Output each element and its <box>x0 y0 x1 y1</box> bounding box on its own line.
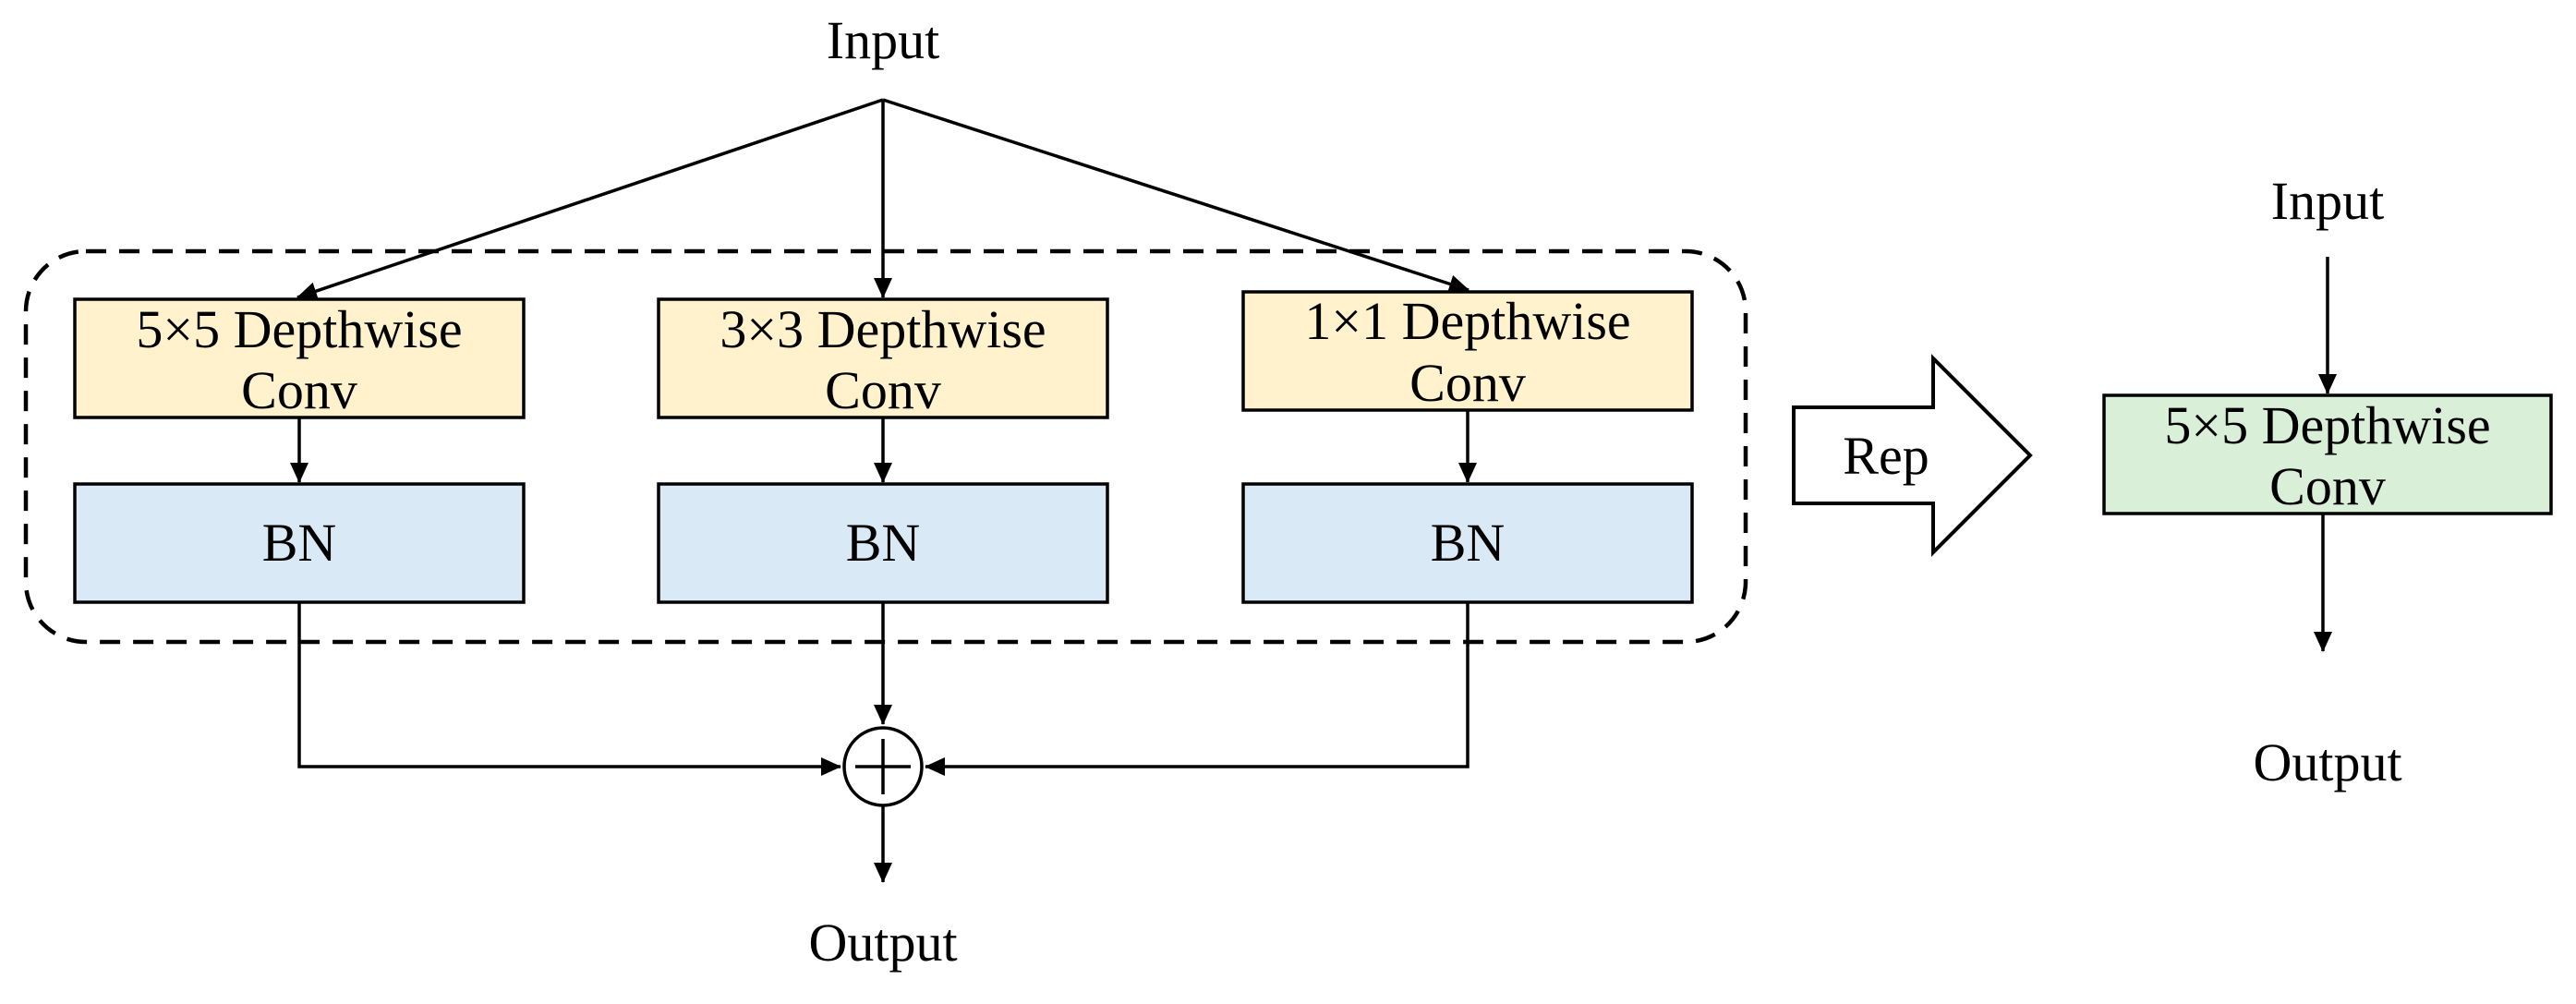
branch-3-to-add-arrow <box>925 602 1469 776</box>
conv-label-line2: Conv <box>1409 353 1526 413</box>
conv-box-5x5 <box>73 297 526 419</box>
right-output-label: Output <box>2253 732 2401 792</box>
merged-conv-label-line1: 5×5 Depthwise <box>2164 395 2490 455</box>
conv-label-line1: 1×1 Depthwise <box>1304 291 1630 351</box>
merged-conv-label-line2: Conv <box>2269 456 2386 516</box>
rep-arrow: Rep <box>1792 354 2033 557</box>
output-label: Output <box>808 913 957 973</box>
right-input-label: Input <box>2271 171 2384 231</box>
branch-3: 1×1 Depthwise Conv BN <box>1241 290 1694 604</box>
bn-label: BN <box>1431 513 1506 573</box>
add-node <box>842 726 924 807</box>
conv-label-line2: Conv <box>825 360 941 420</box>
input-to-branch-1-arrow <box>296 98 884 300</box>
input-label: Input <box>827 10 939 70</box>
merged-conv-box-5x5 <box>2102 393 2553 515</box>
branch-2: 3×3 Depthwise Conv BN <box>657 297 1109 604</box>
conv-label-line1: 5×5 Depthwise <box>136 299 462 359</box>
bn-label: BN <box>262 513 337 573</box>
rep-label: Rep <box>1843 426 1929 486</box>
conv-box-1x1 <box>1241 290 1694 412</box>
conv-box-3x3 <box>657 297 1109 419</box>
branch-1-to-add-arrow <box>297 602 841 776</box>
rep-arrow-shape <box>1792 354 2033 557</box>
branch-group-dashed-border <box>23 248 1748 645</box>
conv-label-line2: Conv <box>241 360 357 420</box>
merged-branch: Input 5×5 Depthwise Conv Output <box>2102 171 2553 792</box>
bn-box <box>657 482 1109 604</box>
bn-label: BN <box>846 513 921 573</box>
conv-label-line1: 3×3 Depthwise <box>720 299 1046 359</box>
branch-1: 5×5 Depthwise Conv BN <box>73 297 526 604</box>
input-to-branch-3-arrow <box>882 98 1469 294</box>
